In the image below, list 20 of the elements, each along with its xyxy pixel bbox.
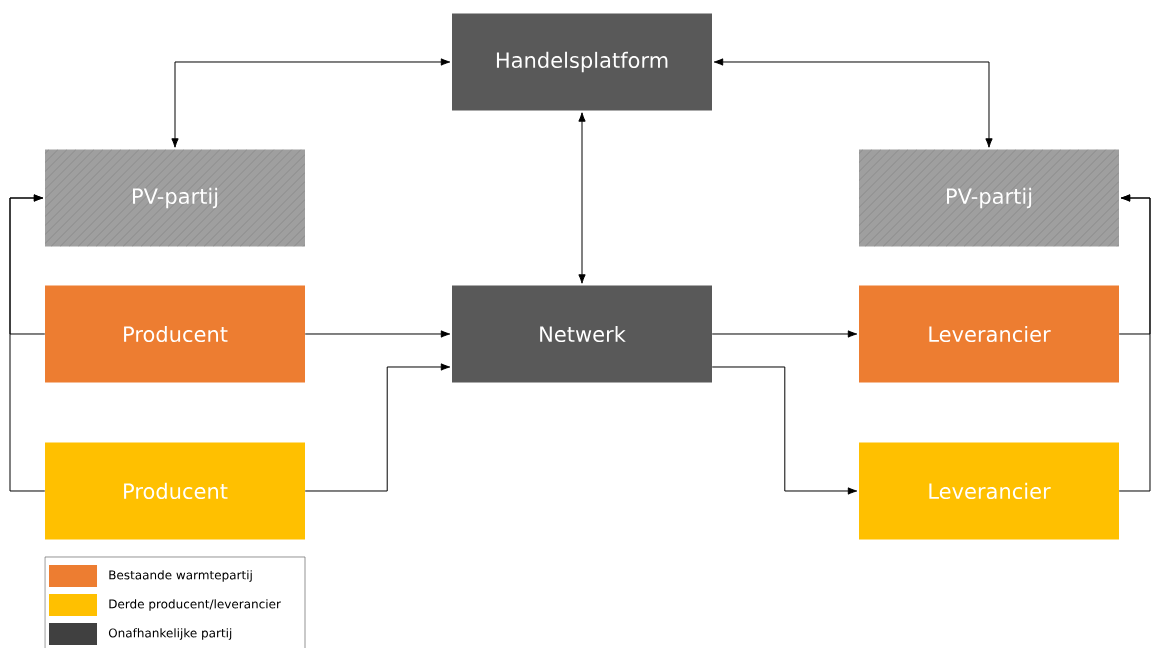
arrow — [9, 194, 46, 492]
process-box: Netwerk — [452, 285, 712, 383]
legend-text: Bestaande warmtepartij — [109, 570, 252, 582]
arrow — [1118, 194, 1151, 492]
arrow — [711, 330, 858, 338]
arrow — [711, 366, 858, 495]
process-box: Leverancier — [859, 285, 1119, 383]
arrow — [171, 58, 451, 148]
arrow — [304, 330, 451, 338]
process-box: Producent — [45, 285, 305, 383]
arrow — [578, 112, 586, 284]
process-box: Leverancier — [859, 442, 1119, 540]
process-box: Handelsplatform — [452, 13, 712, 111]
process-box: Producent — [45, 442, 305, 540]
hatched-box: PV-partij — [45, 149, 305, 247]
hatched-box: PV-partij — [859, 149, 1119, 247]
legend-text: Derde producent/leverancier — [109, 599, 281, 611]
arrow — [304, 363, 451, 492]
legend-text: Onafhankelijke partij — [108, 628, 232, 640]
arrow — [713, 58, 993, 148]
